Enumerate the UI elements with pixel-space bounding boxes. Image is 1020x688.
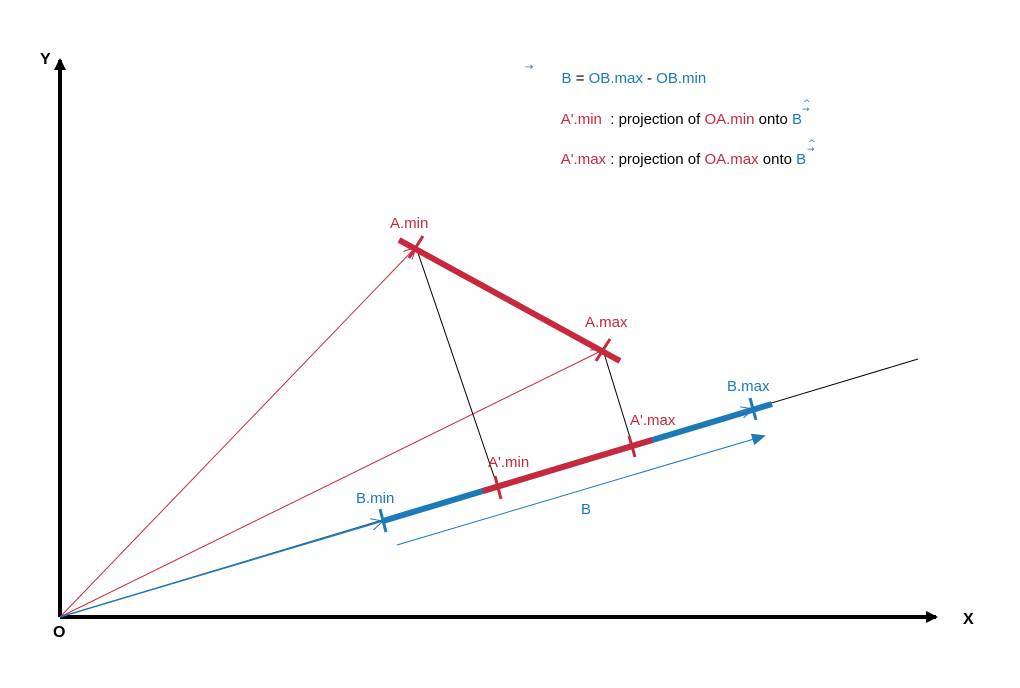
legend-oa-max: OA.max <box>704 151 759 168</box>
vector-arrow-mark: → <box>802 105 810 115</box>
vector-oa-min <box>59 247 416 618</box>
segment-a-projection <box>482 437 653 494</box>
projection-line-min <box>415 246 499 489</box>
tick-a-proj-min <box>493 475 503 500</box>
tick-a-proj-max <box>627 435 637 458</box>
vector-arrow-mark: → <box>807 145 815 155</box>
vector-oa-max <box>59 350 603 618</box>
origin-label: O <box>53 624 65 641</box>
vector-arrow-mark: → <box>525 62 533 73</box>
tick-b-max <box>748 397 758 421</box>
tick-a-min <box>407 235 425 259</box>
legend-minus: - <box>643 70 656 87</box>
legend-oa-min: OA.min <box>704 111 754 128</box>
svg-text:B = OB.max - OB.min: B = OB.max - OB.min <box>524 70 735 87</box>
legend-text: : projection of <box>602 111 705 128</box>
y-axis-label: Y <box>40 51 51 68</box>
label-a-proj-min: A'.min <box>488 454 529 471</box>
svg-text:A'.max : projection of OA.max: A'.max : projection of OA.max onto B <box>524 151 835 168</box>
legend-line-2: A'.min : projection of OA.min onto B ^ → <box>524 99 831 128</box>
b-vector-arrow <box>396 433 766 546</box>
legend-a-proj-max: A'.max <box>561 151 607 168</box>
label-a-proj-max: A'.max <box>630 412 676 429</box>
label-a-max: A.max <box>585 314 628 331</box>
unit-vector-mark: ^ <box>803 99 811 109</box>
legend-line-1: → B = OB.max - OB.min <box>524 62 735 87</box>
tick-b-min <box>378 508 388 533</box>
legend: → B = OB.max - OB.min A'.min : projectio… <box>524 62 835 168</box>
legend-line-3: A'.max : projection of OA.max onto B ^ → <box>524 139 835 168</box>
legend-ob-max: OB.max <box>589 70 644 87</box>
legend-onto: onto <box>754 111 792 128</box>
legend-text: : projection of <box>606 151 704 168</box>
legend-a-proj-min: A'.min <box>561 111 602 128</box>
legend-ob-min: OB.min <box>656 70 706 87</box>
x-axis-label: X <box>963 611 974 628</box>
legend-unit-b: B <box>792 111 802 128</box>
legend-equals: = <box>572 70 589 87</box>
legend-onto: onto <box>759 151 797 168</box>
label-b-vector: B <box>581 501 591 518</box>
segment-a <box>397 237 622 364</box>
legend-unit-b: B <box>796 151 806 168</box>
projection-line-max <box>602 349 633 445</box>
svg-text:A'.min : projection of OA.min: A'.min : projection of OA.min onto B <box>524 111 831 128</box>
label-b-min: B.min <box>356 490 394 507</box>
label-a-min: A.min <box>390 215 428 232</box>
legend-vec-b: B <box>562 70 572 87</box>
label-b-max: B.max <box>727 378 770 395</box>
unit-vector-mark: ^ <box>808 139 816 149</box>
tick-a-max <box>594 338 612 362</box>
